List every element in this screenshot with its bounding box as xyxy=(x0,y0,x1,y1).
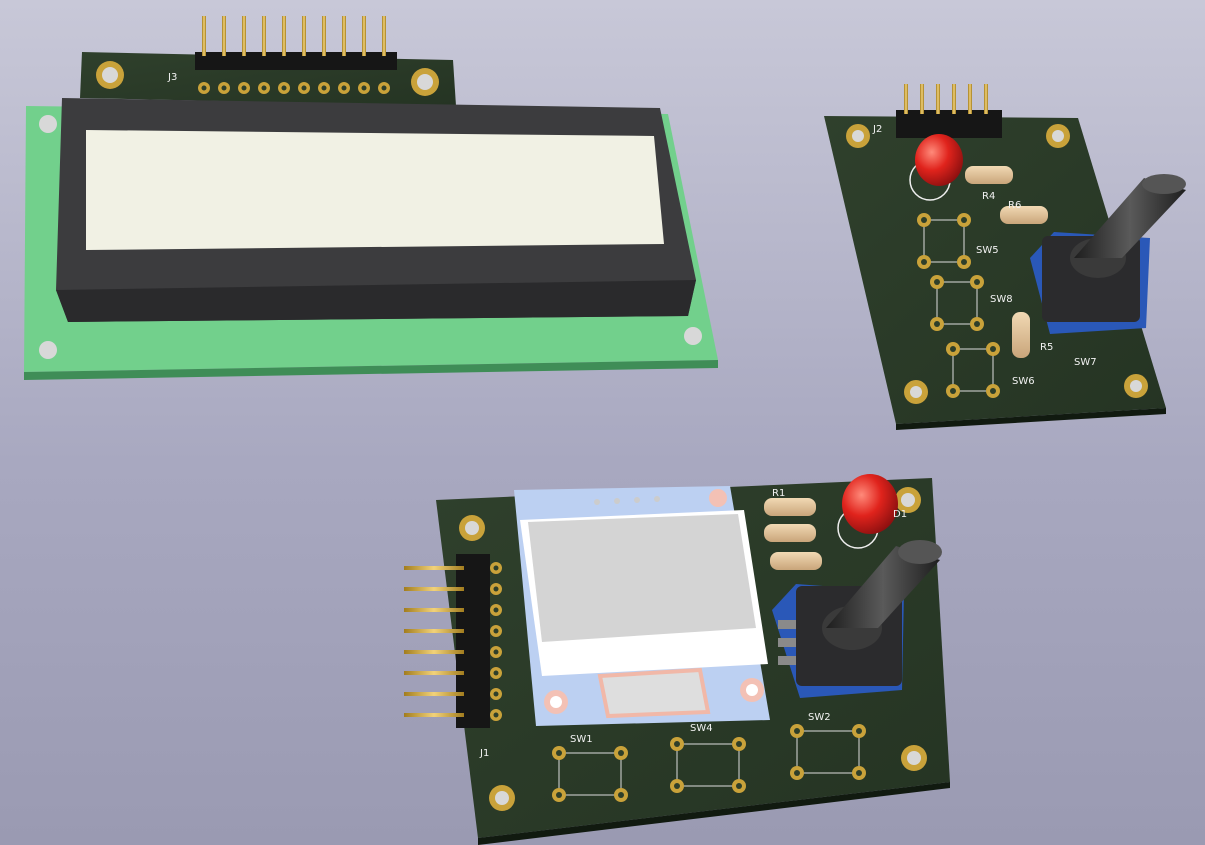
encoder-led-d1 xyxy=(915,134,963,186)
oled-led-label: D1 xyxy=(893,509,907,520)
oled-rotary-side-pins xyxy=(778,620,800,665)
oled-header-body xyxy=(456,554,490,728)
oled-switch-sw4-label: SW4 xyxy=(690,723,713,734)
encoder-switch-sw8-label: SW8 xyxy=(990,294,1013,305)
oled-module-pins xyxy=(594,496,660,505)
encoder-header-body xyxy=(896,110,1002,138)
lcd-screen xyxy=(86,130,664,250)
encoder-resistor-r4-body xyxy=(965,166,1013,184)
encoder-pcb-edge xyxy=(896,408,1166,430)
oled-pcb-edge xyxy=(478,782,950,845)
oled-led-d1 xyxy=(842,474,898,534)
oled-resistor-r3-body xyxy=(770,552,822,570)
oled-mounting-holes xyxy=(459,487,927,811)
encoder-resistor-r5-body xyxy=(1012,312,1030,358)
oled-switch-pads xyxy=(552,724,866,802)
oled-flex-cable xyxy=(597,667,711,719)
oled-resistor-r1-body xyxy=(764,498,816,516)
oled-header-label: J1 xyxy=(479,748,489,759)
encoder-resistor-r5-label: R5 xyxy=(1040,342,1053,353)
encoder-mounting-holes xyxy=(846,124,1148,404)
encoder-switch-pads xyxy=(917,213,1000,398)
oled-module-hole-tr xyxy=(709,489,727,507)
lcd-header-pins xyxy=(195,16,397,94)
encoder-resistor-r6-body xyxy=(1000,206,1048,224)
encoder-rotary-shaft-top xyxy=(1142,174,1186,194)
oled-resistor-r2-body xyxy=(764,524,816,542)
oled-switch-sw2-label: SW2 xyxy=(808,712,831,723)
encoder-board[interactable]: J2 R4 R6 R5 SW5 SW8 SW6 SW7 xyxy=(824,84,1186,430)
oled-header-pins xyxy=(404,562,502,721)
encoder-rotary-shaft xyxy=(1074,178,1186,258)
encoder-switch-sw7-label: SW7 xyxy=(1074,357,1097,368)
encoder-switch-sw5-label: SW5 xyxy=(976,245,999,256)
lcd-bezel-side xyxy=(56,280,696,322)
encoder-header-label: J2 xyxy=(872,124,882,135)
lcd-header-label: J3 xyxy=(167,72,177,83)
oled-rotary-shaft xyxy=(826,546,940,628)
lcd-board[interactable]: J3 xyxy=(24,16,718,380)
encoder-header-pins xyxy=(904,84,988,114)
encoder-resistor-r6-label: R6 xyxy=(1008,200,1021,211)
oled-board[interactable]: J1 R1 D1 SW1 SW4 SW2 xyxy=(404,474,950,845)
encoder-pcb xyxy=(824,116,1166,424)
lcd-mounting-holes xyxy=(39,61,702,359)
lcd-green-pcb-edge xyxy=(24,360,718,380)
oled-display-glass xyxy=(528,514,756,642)
oled-switch-sw1-label: SW1 xyxy=(570,734,593,745)
oled-rotary-shaft-top xyxy=(898,540,942,564)
encoder-switch-sw6-label: SW6 xyxy=(1012,376,1035,387)
oled-resistor-r1-label: R1 xyxy=(772,488,785,499)
encoder-resistor-r4-label: R4 xyxy=(982,191,995,202)
